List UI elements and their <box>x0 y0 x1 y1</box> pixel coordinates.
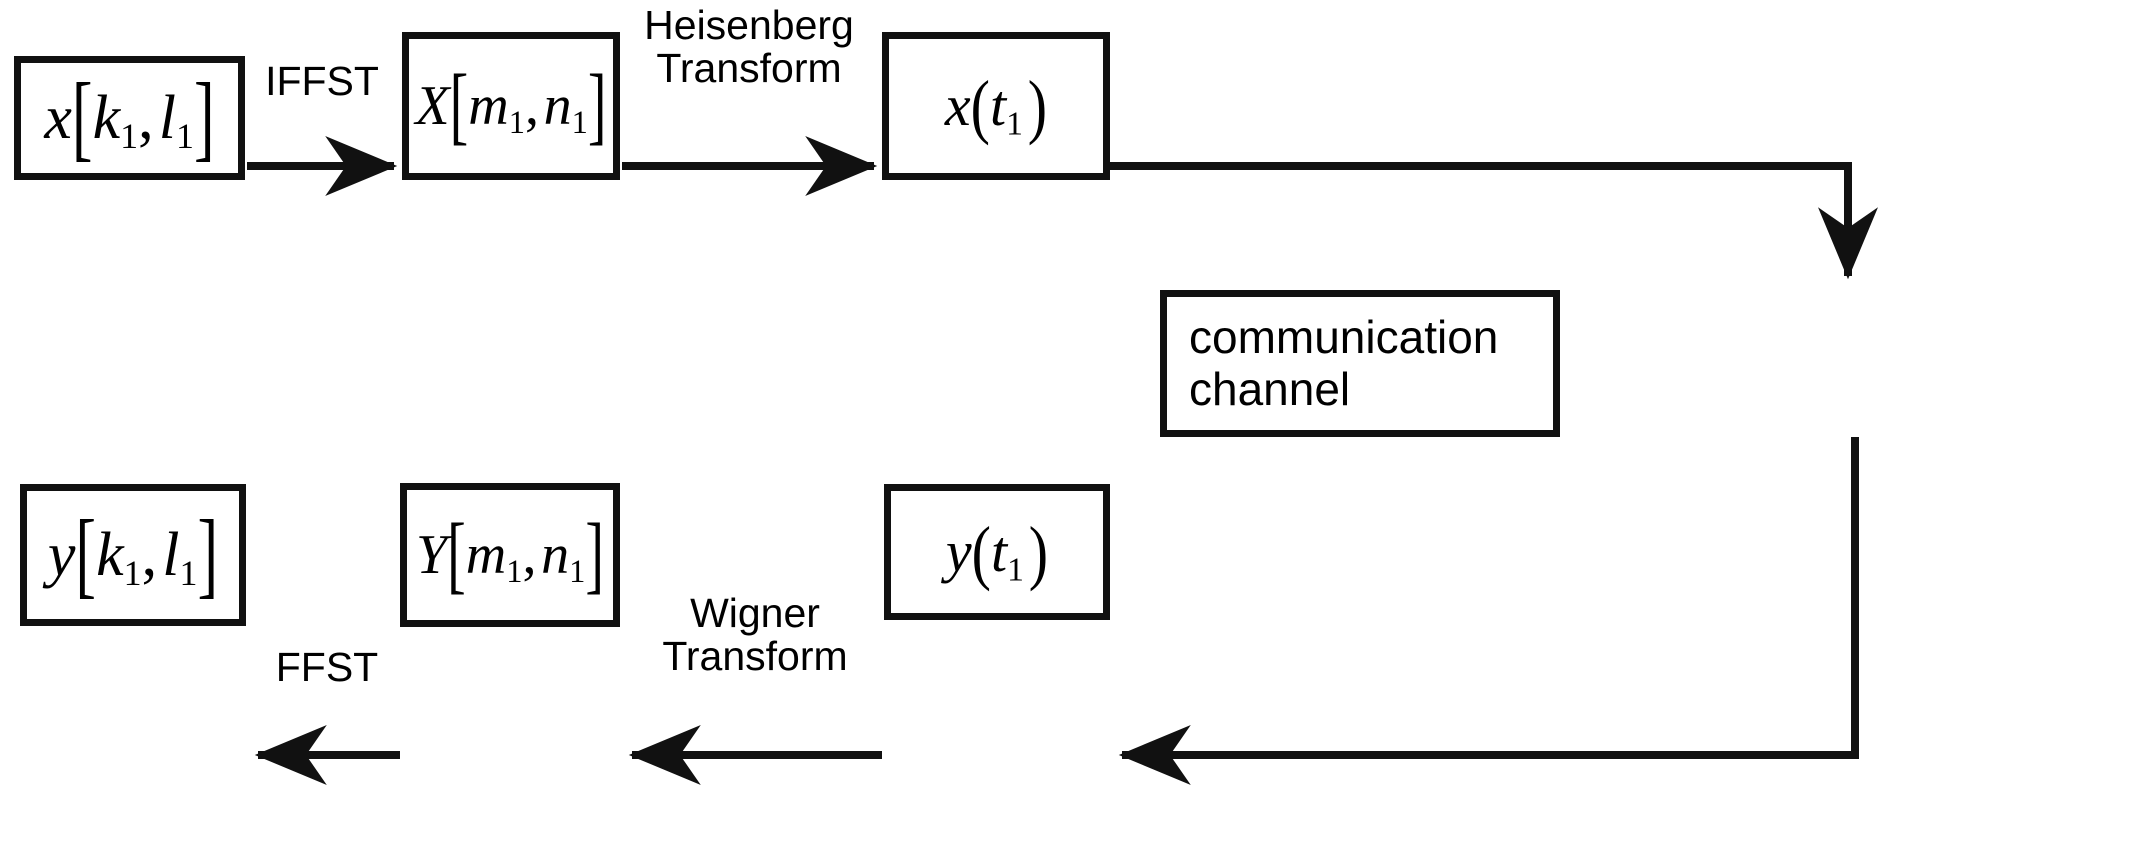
block-label-channel: communication channel <box>1167 310 1553 415</box>
channel-line-1: communication <box>1189 310 1499 363</box>
block-rx-time-frequency[interactable]: Y[m1, n1] <box>400 483 620 627</box>
block-tx-time-frequency[interactable]: X[m1, n1] <box>402 32 620 180</box>
block-label-y-t: y(t1 ) <box>945 510 1049 592</box>
block-label-Y-mn: Y[m1, n1] <box>415 506 605 604</box>
edge-label-ifffst: IFFST <box>265 58 379 104</box>
edge-label-wigner: Wigner Transform <box>662 590 848 680</box>
block-label-y-kl: y[k1, l1] <box>47 502 219 608</box>
channel-line-2: channel <box>1189 362 1351 415</box>
block-rx-time[interactable]: y(t1 ) <box>884 484 1110 620</box>
block-tx-delay-doppler[interactable]: x[k1, l1] <box>14 56 245 180</box>
block-label-x-kl: x[k1, l1] <box>44 65 215 171</box>
block-label-X-mn: X[m1, n1] <box>415 57 607 155</box>
block-rx-delay-doppler[interactable]: y[k1, l1] <box>20 484 246 626</box>
block-tx-time[interactable]: x(t1 ) <box>882 32 1110 180</box>
connector-channel-to-rx <box>1118 437 1859 785</box>
block-label-x-t: x(t1 ) <box>944 64 1048 146</box>
edge-label-ffst: FFST <box>275 644 379 690</box>
block-communication-channel[interactable]: communication channel <box>1160 290 1560 437</box>
edge-label-heisenberg: Heisenberg Transform <box>644 2 854 92</box>
connector-tx-to-channel <box>1110 162 1878 280</box>
